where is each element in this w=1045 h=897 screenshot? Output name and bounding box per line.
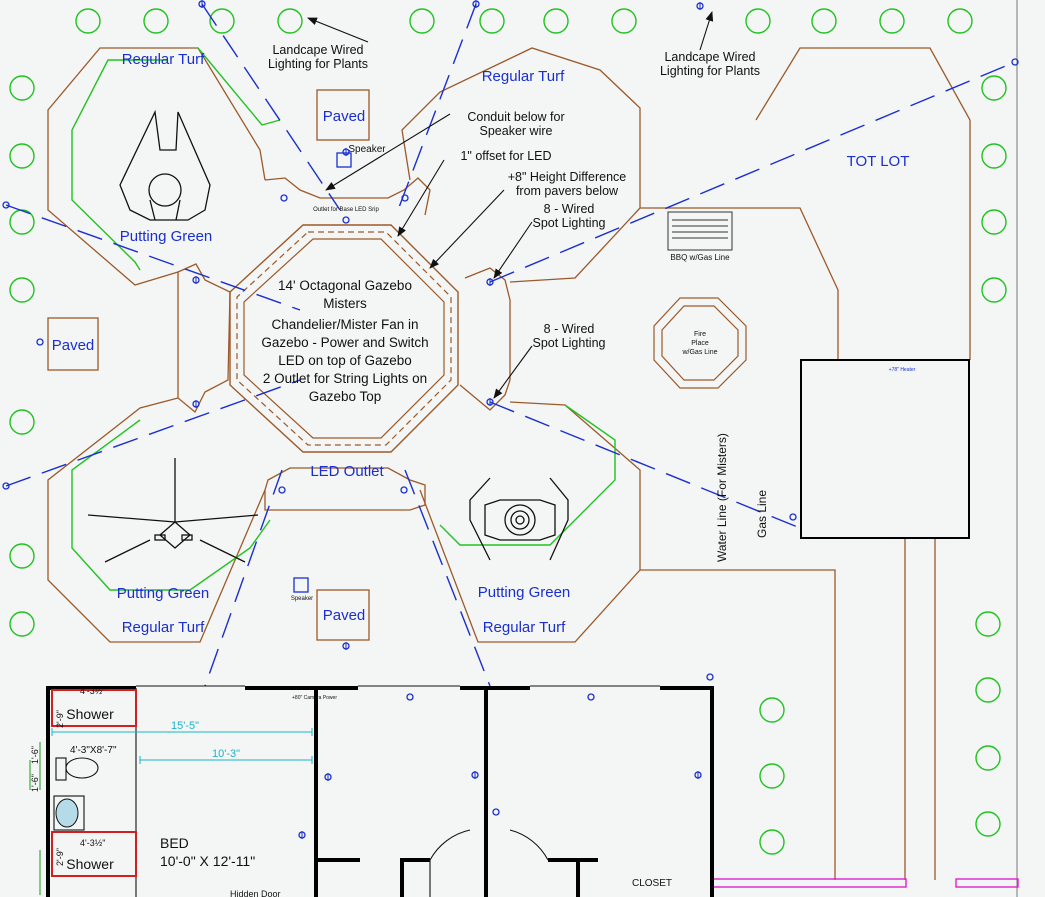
gazebo-connectors xyxy=(177,177,511,511)
bed-dimensions: 10'-0" X 12'-11" xyxy=(160,853,255,869)
turf-outlines xyxy=(47,47,971,880)
tot-lot-label: TOT LOT xyxy=(847,153,910,170)
heater-label: +78" Heater xyxy=(889,367,916,373)
fixture-ticks xyxy=(195,0,701,839)
putting-green-label-sw: Putting Green xyxy=(117,585,210,602)
gas-pipes xyxy=(711,878,1019,888)
conduit-callout-2: Speaker wire xyxy=(480,124,553,138)
gazebo-line-6: 2 Outlet for String Lights on xyxy=(263,371,427,386)
bed-label: BED xyxy=(160,835,189,851)
millennium-falcon-icon xyxy=(119,109,211,221)
putting-green-label-se: Putting Green xyxy=(478,584,571,601)
paved-areas xyxy=(47,89,370,641)
shower-label-bottom: Shower xyxy=(66,856,114,872)
dimension-15-5: 15'-5" xyxy=(171,720,199,732)
led-strip-outlet-label: Outlet for Base LED Srip xyxy=(313,207,379,213)
landscape-lighting-callout-left-1: Landcape Wired xyxy=(272,43,363,57)
gazebo-line-2: Misters xyxy=(323,296,367,311)
spot-lighting-callout-top-1: 8 - Wired xyxy=(544,202,595,216)
camera-power-label: +80" Camera Power xyxy=(292,695,337,701)
led-outlet-label: LED Outlet xyxy=(310,463,384,480)
regular-turf-label-ne: Regular Turf xyxy=(482,68,565,85)
bbq-label: BBQ w/Gas Line xyxy=(670,253,730,262)
plant-circles xyxy=(9,8,1007,855)
dimension-lines xyxy=(51,728,313,764)
wiring-runs xyxy=(5,3,1016,687)
landscape-lighting-callout-right-2: Lighting for Plants xyxy=(660,64,760,78)
dimension-4-3-top: 4'-3½" xyxy=(80,686,105,696)
paved-label-left: Paved xyxy=(52,337,95,354)
paved-label-top: Paved xyxy=(323,108,366,125)
gazebo-description: 14' Octagonal Gazebo Misters Chandelier/… xyxy=(261,278,428,404)
fireplace-label-1: Fire xyxy=(694,331,706,338)
closet-label: CLOSET xyxy=(632,878,672,889)
height-difference-callout-2: from pavers below xyxy=(516,184,619,198)
dimension-2-9-top: 2'-9" xyxy=(55,710,65,728)
putting-green-label-nw: Putting Green xyxy=(120,228,213,245)
speaker-label-top: Speaker xyxy=(348,144,386,155)
gazebo-line-4: Gazebo - Power and Switch xyxy=(261,335,428,350)
octagonal-gazebo xyxy=(229,224,459,453)
regular-turf-label-nw: Regular Turf xyxy=(122,51,205,68)
water-line-label: Water Line (For Misters) xyxy=(715,433,729,562)
speaker-label-bottom: Speaker xyxy=(291,596,313,602)
fireplace-label-3: w/Gas Line xyxy=(681,349,717,356)
spot-lighting-callout-bottom-1: 8 - Wired xyxy=(544,322,595,336)
fireplace-icon xyxy=(653,297,747,389)
callout-arrows xyxy=(307,11,714,399)
dimension-1-6-a: 1'-6" xyxy=(30,746,40,764)
regular-turf-label-se: Regular Turf xyxy=(483,619,566,636)
dimension-10-3: 10'-3" xyxy=(212,748,240,760)
heater-structure xyxy=(800,359,970,539)
speaker-icons xyxy=(293,152,352,593)
gazebo-line-5: LED on top of Gazebo xyxy=(278,353,412,368)
gazebo-line-1: 14' Octagonal Gazebo xyxy=(278,278,412,293)
fireplace-label-2: Place xyxy=(691,340,709,347)
conduit-callout-1: Conduit below for xyxy=(467,110,564,124)
bbq-grill-icon xyxy=(667,211,733,251)
dimension-1-6-b: 1'-6" xyxy=(30,774,40,792)
paved-label-bottom: Paved xyxy=(323,607,366,624)
landscape-lighting-callout-left-2: Lighting for Plants xyxy=(268,57,368,71)
height-difference-callout-1: +8" Height Difference xyxy=(508,170,627,184)
bath-dimension-label: 4'-3"X8'-7" xyxy=(70,745,117,756)
small-dimension-lines xyxy=(29,742,41,895)
hidden-door-label: Hidden Door xyxy=(230,889,281,897)
led-offset-callout: 1" offset for LED xyxy=(460,149,551,163)
toilet-icon xyxy=(55,757,99,781)
house-walls xyxy=(46,686,714,897)
sink-icon xyxy=(53,795,85,831)
tri-wing-ship-icon xyxy=(87,458,259,563)
shower-label-top: Shower xyxy=(66,706,114,722)
gazebo-line-3: Chandelier/Mister Fan in xyxy=(271,317,418,332)
putting-greens xyxy=(71,47,616,591)
dimension-2-9-bottom: 2'-9" xyxy=(55,848,65,866)
bathroom-fixtures xyxy=(51,689,137,877)
tie-fighter-icon xyxy=(469,477,569,561)
regular-turf-label-sw: Regular Turf xyxy=(122,619,205,636)
landscape-lighting-callout-right-1: Landcape Wired xyxy=(664,50,755,64)
gazebo-line-7: Gazebo Top xyxy=(309,389,382,404)
spot-lighting-callout-top-2: Spot Lighting xyxy=(533,216,606,230)
dimension-4-3-bottom: 4'-3½" xyxy=(80,838,105,848)
gas-line-label: Gas Line xyxy=(755,490,769,538)
spot-lighting-callout-bottom-2: Spot Lighting xyxy=(533,336,606,350)
